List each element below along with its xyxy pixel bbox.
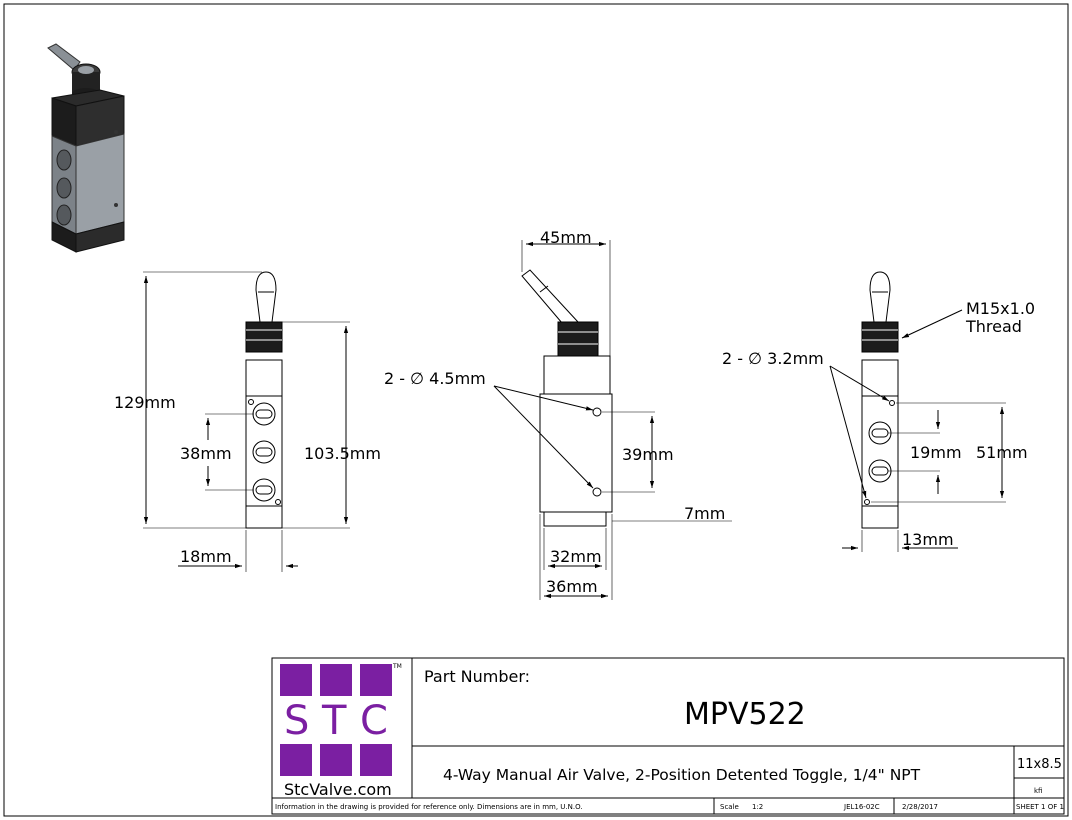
- side-view-left: [143, 271, 350, 572]
- dim-width-side: 18mm: [180, 547, 232, 566]
- dim-body-height: 103.5mm: [304, 444, 381, 463]
- dim-height-total: 129mm: [114, 393, 176, 412]
- dim-hole-front: 2 - ∅ 4.5mm: [384, 369, 486, 388]
- dim-width-outer: 36mm: [546, 577, 598, 596]
- dim-port-spacing: 38mm: [180, 444, 232, 463]
- dim-side-offset: 13mm: [902, 530, 954, 549]
- stc-logo: S T C TM StcValve.com: [280, 663, 402, 799]
- logo-letter-s: S: [284, 698, 309, 744]
- sheet-border: [3, 3, 1069, 817]
- paper-size: 11x8.5: [1017, 757, 1062, 772]
- side-view-right: [829, 271, 1006, 552]
- part-number: MPV522: [684, 697, 806, 732]
- sheet-number: SHEET 1 OF 1: [1016, 803, 1064, 811]
- logo-letter-c: C: [360, 698, 388, 744]
- disclaimer: Information in the drawing is provided f…: [275, 803, 583, 811]
- part-description: 4-Way Manual Air Valve, 2-Position Deten…: [443, 766, 921, 784]
- scale-label: Scale: [720, 803, 739, 811]
- isometric-view: [47, 43, 125, 253]
- title-block-frame: [271, 657, 1065, 815]
- dim-hole-spacing-side: 51mm: [976, 443, 1028, 462]
- part-number-label: Part Number:: [424, 667, 530, 686]
- scale-value: 1:2: [752, 803, 763, 811]
- drafter-initials: kfi: [1034, 787, 1042, 795]
- dim-thread-line2: Thread: [965, 317, 1022, 336]
- drawing-date: 2/28/2017: [902, 803, 938, 811]
- front-view-center: [493, 240, 732, 600]
- dim-hole-spacing-front: 39mm: [622, 445, 674, 464]
- dim-base-offset: 7mm: [684, 504, 725, 523]
- dim-width-inner: 32mm: [550, 547, 602, 566]
- logo-site: StcValve.com: [284, 780, 392, 799]
- logo-letter-t: T: [321, 698, 347, 744]
- dim-hole-side: 2 - ∅ 3.2mm: [722, 349, 824, 368]
- drawing-code: JEL16-02C: [843, 803, 880, 811]
- logo-tm: TM: [392, 663, 402, 670]
- dim-port-spacing-side: 19mm: [910, 443, 962, 462]
- dim-thread-line1: M15x1.0: [966, 299, 1035, 318]
- dim-toggle-width: 45mm: [540, 228, 592, 247]
